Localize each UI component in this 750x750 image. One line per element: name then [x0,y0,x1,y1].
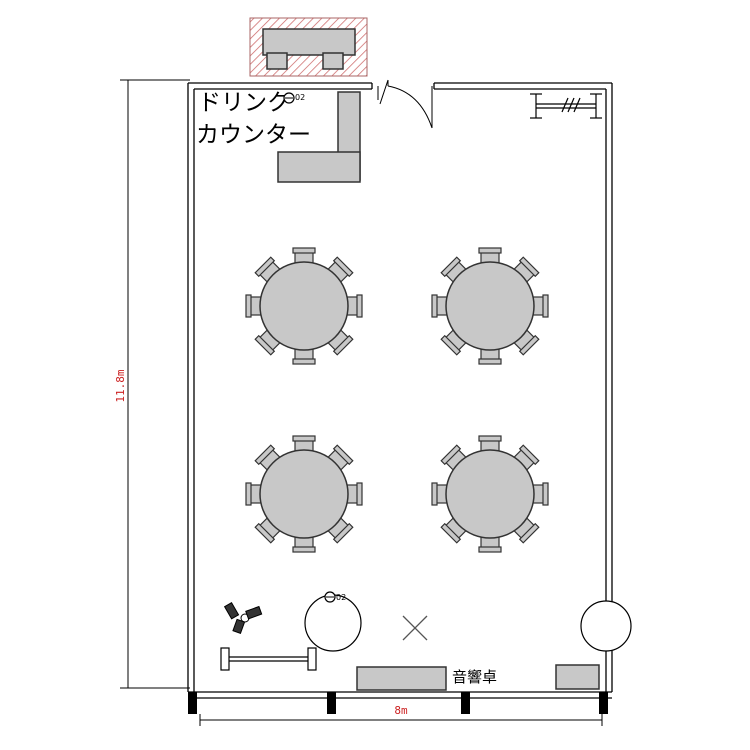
room-walls [187,82,613,699]
chair [245,294,263,318]
chair [478,535,502,553]
height-dimension [120,79,190,689]
sound-desk-label: 音響卓 [452,668,497,686]
chair [326,328,354,356]
table-top [259,449,349,539]
chair [326,256,354,284]
counter-mic-number: 02 [295,93,305,102]
bench-frame [220,647,317,671]
chair [512,256,540,284]
chair [440,328,468,356]
chair [440,444,468,472]
chair [431,482,449,506]
round-table-1 [245,247,363,365]
standing-mic-number: 02 [336,593,346,602]
counter-mic-icon: 02 [283,92,305,104]
chair [531,482,549,506]
outside-storage [249,17,368,77]
drink-counter-label-line2: カウンター [196,122,311,148]
height-label: 11.8m [114,369,127,402]
chair [431,294,449,318]
sound-desk [356,666,447,691]
chair [440,516,468,544]
round-table-4 [431,435,549,553]
round-tables [245,247,549,553]
spotlight-icon [223,601,263,635]
table-top [445,261,535,351]
standing-table: 02 [304,591,362,652]
table-top [445,449,535,539]
chair [254,328,282,356]
chair [254,444,282,472]
chair [345,482,363,506]
pillars [188,692,608,714]
hanger-rack [530,93,602,119]
center-mark [402,615,428,641]
round-column [580,600,632,652]
round-table-3 [245,435,363,553]
chair [292,247,316,265]
chair [512,516,540,544]
width-dimension [199,714,603,726]
chair [292,435,316,453]
width-label: 8m [394,704,408,717]
chair [345,294,363,318]
equipment-box [555,664,600,690]
table-top [259,261,349,351]
drink-counter-label-line1: ドリンク [198,90,290,116]
round-table-2 [431,247,549,365]
entrance-door [377,79,433,129]
drink-counter [277,91,361,183]
